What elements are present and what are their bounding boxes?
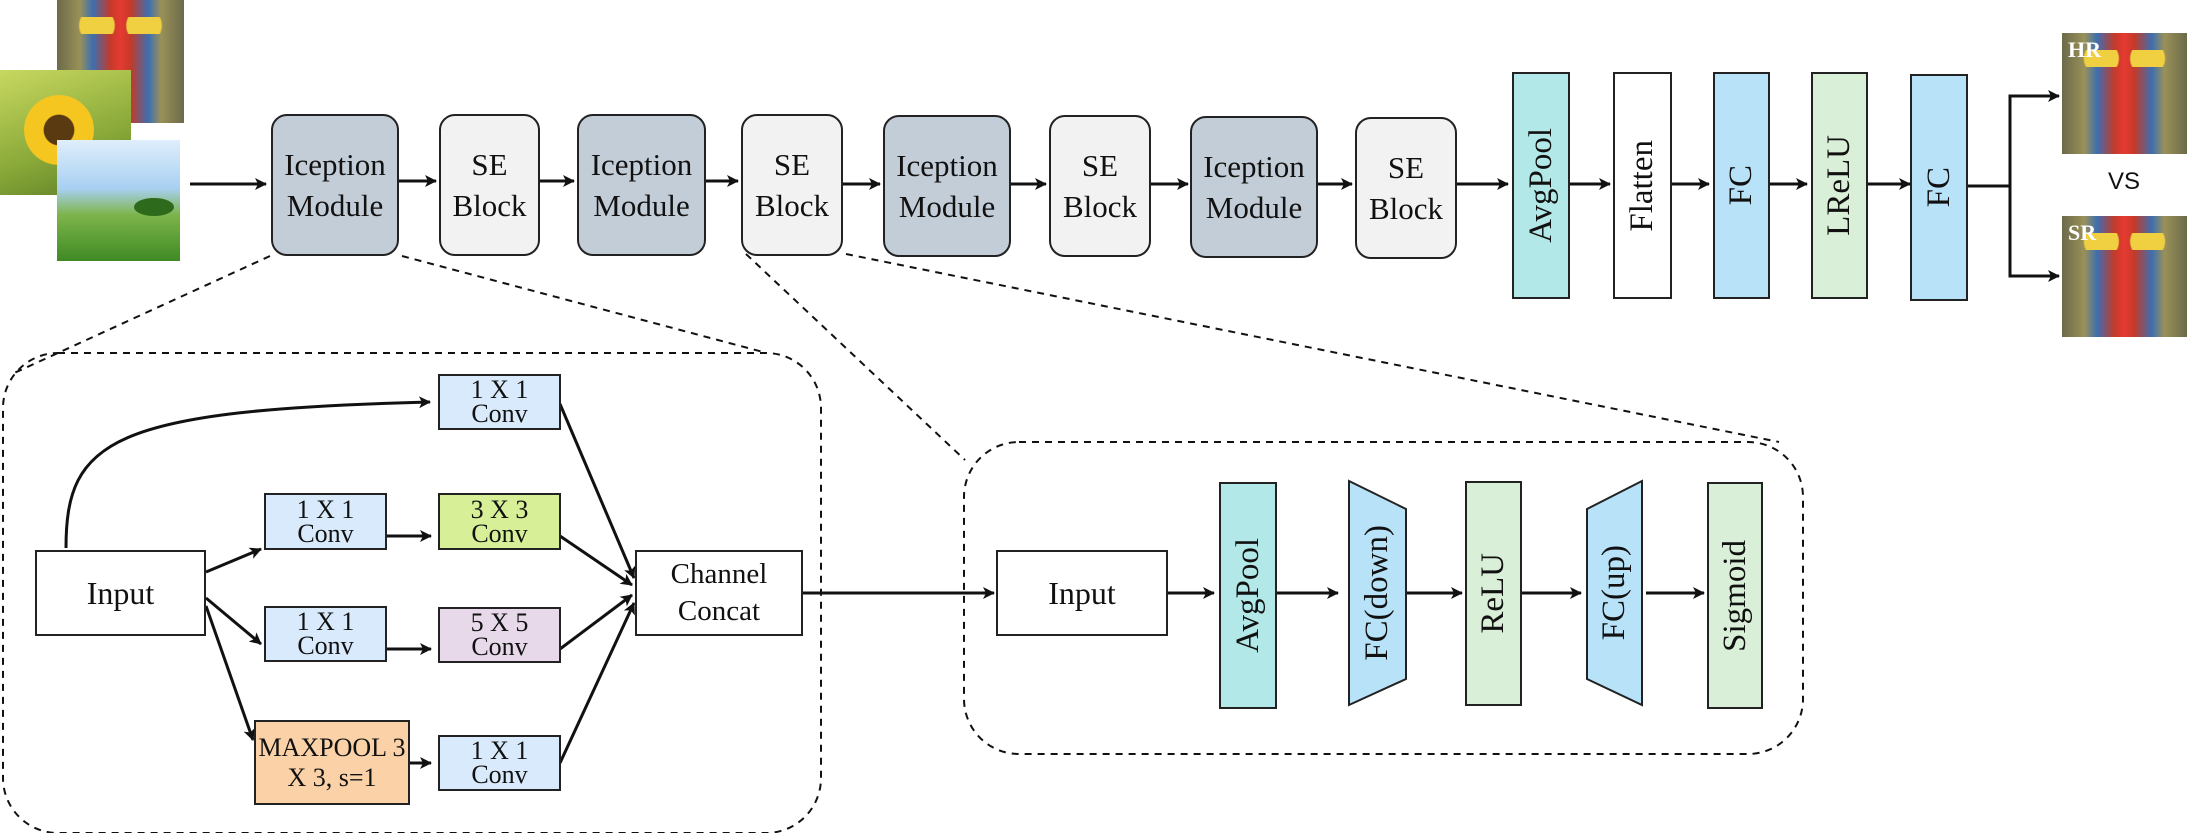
inception-module-2: Iception Module xyxy=(577,114,706,256)
inception-input: Input xyxy=(35,550,206,636)
hr-label: HR xyxy=(2068,37,2101,62)
arrow-input-to-branch2 xyxy=(205,547,262,574)
inception-module-label: Iception Module xyxy=(1203,149,1305,225)
arrow-input-to-branch4 xyxy=(204,605,256,741)
vs-label: VS xyxy=(2108,168,2141,195)
arrow-to-concat xyxy=(558,403,636,579)
head-lrelu: LReLU xyxy=(1811,72,1868,299)
branch4-conv1x1: 1 X 1 Conv xyxy=(438,735,561,791)
fc-down-shape xyxy=(1348,479,1407,707)
inception-module-1: Iception Module xyxy=(271,114,399,256)
zoom-line xyxy=(11,255,271,375)
sr-image-thumbnail-icon: SR xyxy=(2062,216,2187,337)
zoom-line xyxy=(745,253,966,461)
se-fc-down-label: FC(down) xyxy=(1359,525,1395,661)
arrow-input-to-branch3 xyxy=(205,596,262,646)
se-fc-up-label: FC(up) xyxy=(1596,545,1632,641)
landscape-thumbnail-icon xyxy=(57,140,180,261)
head-fc-2-label: FC xyxy=(1920,167,1957,208)
se-fc-up: FC(up) xyxy=(1587,481,1642,705)
se-fc-down: FC(down) xyxy=(1349,481,1406,705)
se-block-1: SE Block xyxy=(439,114,540,256)
se-input-label: Input xyxy=(1048,575,1116,611)
se-block-4: SE Block xyxy=(1355,117,1457,259)
head-fc-2: FC xyxy=(1910,74,1968,301)
inception-module-label: Iception Module xyxy=(284,147,386,223)
branch4-maxpool: MAXPOOL 3 X 3, s=1 xyxy=(254,720,410,805)
inception-input-label: Input xyxy=(86,575,155,611)
arrow-input-to-branch1 xyxy=(64,396,431,549)
branch3-conv5x5-label: 5 X 5 Conv xyxy=(470,608,529,661)
head-flatten-label: Flatten xyxy=(1624,139,1660,232)
channel-concat-label: Channel Concat xyxy=(670,558,768,627)
head-avgpool: AvgPool xyxy=(1512,72,1570,299)
arrow-to-concat xyxy=(559,593,633,651)
se-block-label: SE Block xyxy=(1368,150,1444,226)
se-sigmoid: Sigmoid xyxy=(1707,482,1763,709)
fc-up-shape xyxy=(1586,479,1643,707)
channel-concat: Channel Concat xyxy=(635,550,803,636)
arrow-to-hr xyxy=(1966,90,2060,188)
zoom-line xyxy=(845,253,1780,443)
head-avgpool-label: AvgPool xyxy=(1522,128,1559,243)
se-avgpool-label: AvgPool xyxy=(1229,538,1266,653)
se-sigmoid-label: Sigmoid xyxy=(1716,539,1753,652)
se-block-label: SE Block xyxy=(1062,148,1138,224)
branch3-conv1x1-label: 1 X 1 Conv xyxy=(296,607,355,660)
se-relu: ReLU xyxy=(1465,481,1522,706)
se-input: Input xyxy=(996,550,1168,636)
mandrill-eyes xyxy=(67,17,174,35)
se-block-label: SE Block xyxy=(754,147,830,223)
inception-module-3: Iception Module xyxy=(883,115,1011,257)
head-flatten: Flatten xyxy=(1613,72,1672,299)
se-block-2: SE Block xyxy=(741,114,843,256)
arrow-to-concat xyxy=(558,602,636,764)
branch2-conv1x1: 1 X 1 Conv xyxy=(264,493,387,550)
head-fc-1-label: FC xyxy=(1723,165,1759,206)
branch3-conv5x5: 5 X 5 Conv xyxy=(438,607,561,663)
arrow-to-concat xyxy=(559,534,633,587)
mandrill-eyes xyxy=(2072,232,2177,250)
mandrill-eyes xyxy=(2072,49,2177,67)
landscape-tree xyxy=(134,198,174,216)
branch1-conv1x1-label: 1 X 1 Conv xyxy=(470,375,529,428)
sr-label: SR xyxy=(2068,220,2097,245)
zoom-line xyxy=(401,255,764,353)
se-relu-label: ReLU xyxy=(1475,553,1511,634)
arrow-to-sr xyxy=(2008,186,2060,282)
head-fc-1: FC xyxy=(1713,72,1770,299)
inception-module-4: Iception Module xyxy=(1190,116,1318,258)
se-block-label: SE Block xyxy=(452,147,527,223)
se-block-3: SE Block xyxy=(1049,115,1151,257)
branch4-conv1x1-label: 1 X 1 Conv xyxy=(470,736,529,789)
head-lrelu-label: LReLU xyxy=(1821,135,1857,236)
branch4-maxpool-label: MAXPOOL 3 X 3, s=1 xyxy=(258,732,406,792)
branch3-conv1x1: 1 X 1 Conv xyxy=(264,606,387,662)
se-detail-panel xyxy=(963,441,1804,755)
branch2-conv1x1-label: 1 X 1 Conv xyxy=(296,494,355,548)
branch1-conv1x1: 1 X 1 Conv xyxy=(438,374,561,430)
se-avgpool: AvgPool xyxy=(1219,482,1277,709)
inception-module-label: Iception Module xyxy=(590,147,693,223)
branch2-conv3x3-label: 3 X 3 Conv xyxy=(470,494,529,548)
inception-detail-panel xyxy=(2,352,822,833)
inception-module-label: Iception Module xyxy=(896,148,998,224)
hr-image-thumbnail-icon: HR xyxy=(2062,33,2187,154)
branch2-conv3x3: 3 X 3 Conv xyxy=(438,493,561,550)
